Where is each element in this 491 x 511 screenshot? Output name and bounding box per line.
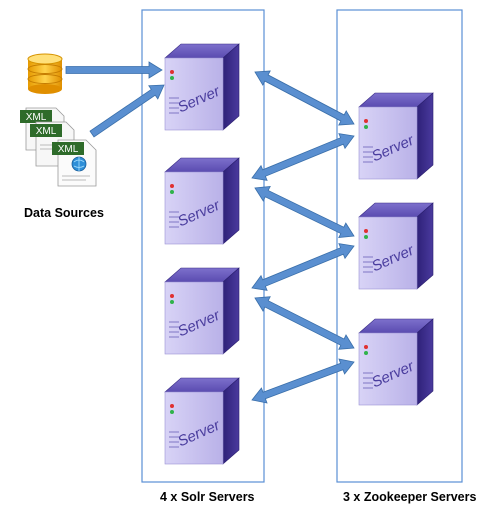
xml-tag-label: XML [36, 126, 57, 137]
solr-server-4: Server [164, 377, 240, 465]
solr-caption: 4 x Solr Servers [160, 490, 255, 504]
zookeeper-server-3: Server [358, 318, 434, 406]
connection-arrows [65, 61, 355, 404]
solr-cluster-box [141, 9, 265, 483]
zookeeper-cluster-box [336, 9, 463, 483]
arrow-zk2-solr3 [251, 243, 355, 291]
xml-document-icon: XML XML XML [20, 107, 97, 187]
arrow-database-to-solr [65, 61, 163, 79]
arrow-zk1-solr2 [251, 133, 355, 181]
arrow-solr2-zk2 [254, 186, 355, 238]
zookeeper-caption: 3 x Zookeeper Servers [343, 490, 477, 504]
solr-server-3: Server [164, 267, 240, 355]
zookeeper-server-1: Server [358, 92, 434, 180]
xml-tag-label: XML [26, 112, 47, 123]
arrow-solr3-zk3 [254, 296, 355, 350]
database-icon [27, 53, 63, 94]
xml-tag-label: XML [58, 144, 79, 155]
data-sources-caption: Data Sources [24, 206, 104, 220]
arrow-xml-to-solr [89, 84, 165, 138]
arrow-solr1-zk1 [254, 70, 355, 126]
zookeeper-server-2: Server [358, 202, 434, 290]
solr-server-2: Server [164, 157, 240, 245]
servers-layer: ServerServerServerServerServerServerServ… [164, 43, 434, 465]
arrow-zk3-solr4 [251, 358, 355, 404]
solr-server-1: Server [164, 43, 240, 131]
